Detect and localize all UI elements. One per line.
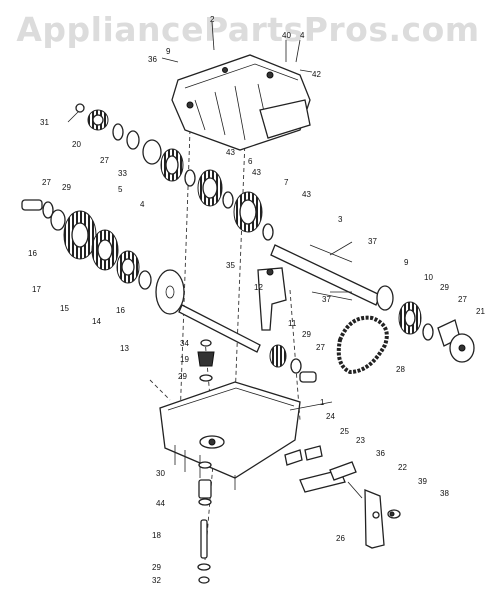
- callout-34: 34: [180, 339, 189, 348]
- callout-29: 29: [178, 372, 187, 381]
- callout-28: 28: [396, 365, 405, 374]
- callout-18: 18: [152, 531, 161, 540]
- callout-42: 42: [312, 70, 321, 79]
- right-output-parts: [376, 285, 475, 363]
- callout-4: 4: [300, 31, 305, 40]
- callout-43: 43: [252, 168, 261, 177]
- callout-36: 36: [376, 449, 385, 458]
- bottom-shaft-parts: [197, 461, 212, 584]
- callout-19: 19: [180, 355, 189, 364]
- callout-16: 16: [116, 306, 125, 315]
- callout-14: 14: [92, 317, 101, 326]
- callout-labels: 2 9 36 40 4 42 31 20 27 33 5 43 6 4 43 7…: [28, 15, 485, 585]
- callout-16: 16: [28, 249, 37, 258]
- callout-2: 2: [210, 15, 215, 24]
- callout-4: 4: [140, 200, 145, 209]
- callout-1: 1: [320, 398, 325, 407]
- callout-29: 29: [152, 563, 161, 572]
- callout-12: 12: [254, 283, 263, 292]
- callout-29: 29: [62, 183, 71, 192]
- callout-23: 23: [356, 436, 365, 445]
- upper-gear-stack: [75, 103, 274, 241]
- callout-27: 27: [316, 343, 325, 352]
- callout-35: 35: [226, 261, 235, 270]
- callout-6: 6: [248, 157, 253, 166]
- lower-gear-stack: [21, 199, 185, 315]
- callout-26: 26: [336, 534, 345, 543]
- callout-22: 22: [398, 463, 407, 472]
- callout-27: 27: [458, 295, 467, 304]
- callout-9: 9: [166, 47, 171, 56]
- callout-33: 33: [118, 169, 127, 178]
- callout-24: 24: [326, 412, 335, 421]
- callout-43: 43: [226, 148, 235, 157]
- callout-36: 36: [148, 55, 157, 64]
- shift-linkage: [284, 445, 401, 549]
- callout-37: 37: [322, 295, 331, 304]
- callout-32: 32: [152, 576, 161, 585]
- leader-lines: [67, 21, 353, 411]
- callout-38: 38: [440, 489, 449, 498]
- callout-43: 43: [302, 190, 311, 199]
- callout-44: 44: [156, 499, 165, 508]
- drive-chain: [269, 315, 389, 383]
- callout-27: 27: [42, 178, 51, 187]
- lower-case-housing: [159, 381, 301, 490]
- callout-37: 37: [368, 237, 377, 246]
- callout-29: 29: [302, 330, 311, 339]
- callout-29: 29: [440, 283, 449, 292]
- callout-13: 13: [120, 344, 129, 353]
- callout-39: 39: [418, 477, 427, 486]
- callout-30: 30: [156, 469, 165, 478]
- watermark: AppliancePartsPros.com: [16, 10, 480, 49]
- callout-7: 7: [284, 178, 289, 187]
- callout-20: 20: [72, 140, 81, 149]
- callout-25: 25: [340, 427, 349, 436]
- callout-9: 9: [404, 258, 409, 267]
- shafts: [178, 244, 381, 353]
- callout-27: 27: [100, 156, 109, 165]
- callout-11: 11: [288, 319, 297, 328]
- callout-17: 17: [32, 285, 41, 294]
- callout-15: 15: [60, 304, 69, 313]
- callout-10: 10: [424, 273, 433, 282]
- pinion-set: [197, 339, 215, 382]
- callout-3: 3: [338, 215, 343, 224]
- callout-40: 40: [282, 31, 291, 40]
- top-cover-housing: [171, 54, 311, 151]
- callout-31: 31: [40, 118, 49, 127]
- callout-5: 5: [118, 185, 123, 194]
- shift-fork: [257, 267, 287, 331]
- callout-21: 21: [476, 307, 485, 316]
